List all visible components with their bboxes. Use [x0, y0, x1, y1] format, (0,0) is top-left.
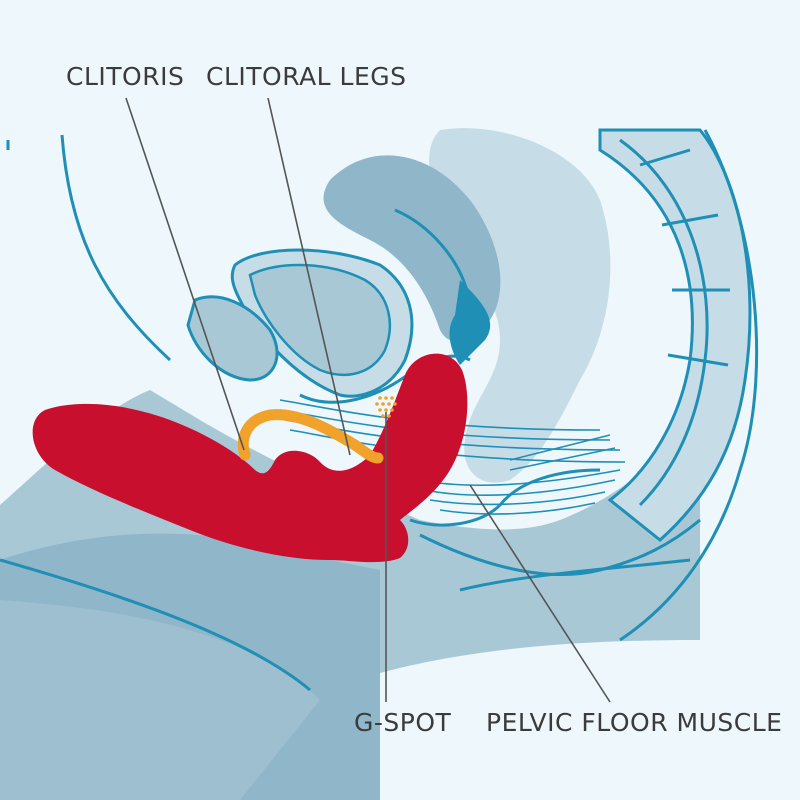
leader-line-clitoral-legs — [267, 97, 351, 456]
label-clitoral-legs: CLITORAL LEGS — [206, 62, 407, 91]
uterus-cavity — [394, 208, 470, 296]
sacrum-shape — [598, 128, 752, 542]
perineum-outline — [409, 468, 601, 527]
clitoral-legs — [237, 409, 384, 464]
red-device — [32, 353, 468, 563]
label-pelvic-floor-muscle: PELVIC FLOOR MUSCLE — [486, 708, 783, 737]
vertebra-line-1 — [639, 148, 691, 167]
cervix-blue — [449, 280, 491, 365]
bladder-inner — [248, 263, 392, 377]
leg-outline — [0, 558, 311, 692]
buttock-lower-outline — [459, 558, 691, 592]
lower-leg-band — [0, 600, 320, 800]
vertebra-line-4 — [667, 353, 729, 367]
label-g-spot: G-SPOT — [354, 708, 452, 737]
vaginal-canal-outline — [299, 354, 471, 404]
spine-inner — [619, 138, 709, 507]
g-spot-marker — [375, 396, 397, 418]
vertebra-line-2 — [661, 213, 719, 227]
label-clitoris: CLITORIS — [66, 62, 185, 91]
leader-line-clitoris — [125, 97, 245, 451]
uterus-shape — [323, 155, 501, 341]
leader-line-pelvic-floor — [469, 484, 611, 703]
back-outline — [619, 129, 759, 642]
pubic-bone — [186, 295, 279, 382]
abdomen-outline — [60, 134, 172, 362]
